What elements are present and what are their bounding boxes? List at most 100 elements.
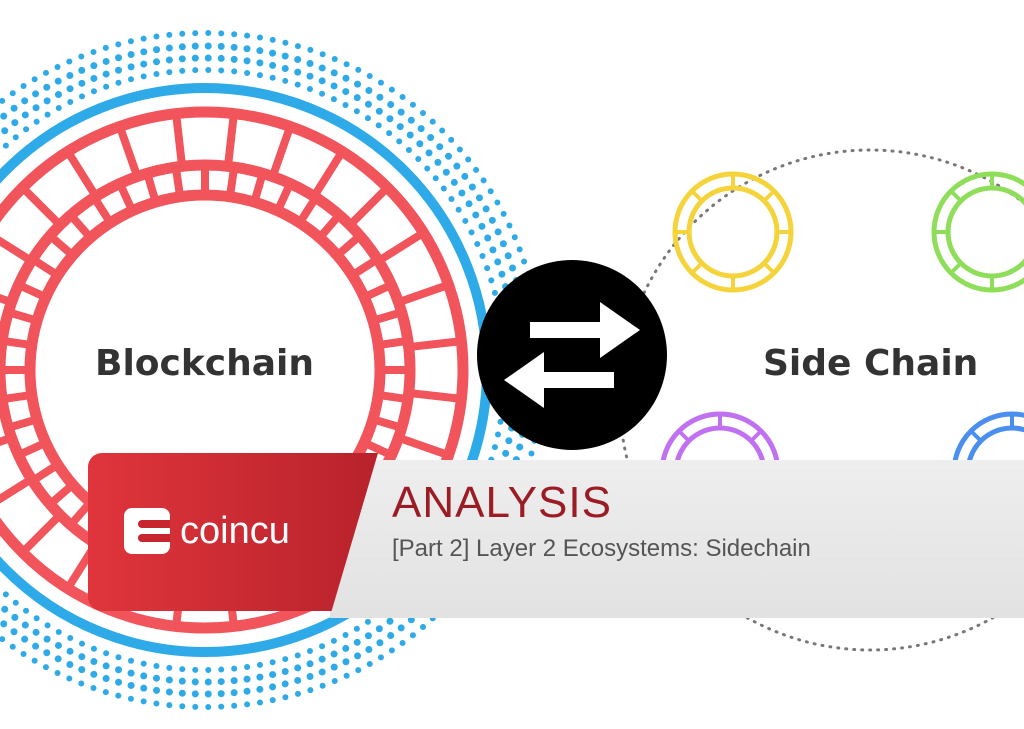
- halo-dot: [115, 66, 123, 74]
- red-ring-spoke: [172, 113, 187, 167]
- red-ring-spoke: [0, 433, 13, 446]
- halo-dot: [355, 667, 362, 674]
- halo-dot: [331, 55, 338, 62]
- halo-dot: [32, 642, 40, 650]
- halo-dot: [204, 42, 212, 50]
- halo-dot: [488, 277, 495, 284]
- halo-dot: [66, 85, 74, 93]
- halo-dot: [396, 123, 404, 131]
- halo-dot: [256, 699, 263, 706]
- halo-dot: [191, 42, 199, 50]
- halo-dot: [218, 67, 225, 74]
- halo-dot: [179, 703, 186, 710]
- halo-dot: [306, 673, 314, 681]
- red-ring-spoke: [350, 255, 380, 279]
- halo-dot: [294, 43, 301, 50]
- sidechain-ring-spoke: [690, 189, 704, 203]
- halo-dot: [140, 35, 147, 42]
- halo-dot: [269, 61, 277, 69]
- halo-dot: [281, 52, 289, 60]
- halo-dot: [458, 189, 466, 197]
- halo-dot: [343, 61, 350, 68]
- halo-dot: [78, 53, 85, 60]
- halo-dot: [409, 101, 416, 108]
- halo-dot: [353, 625, 360, 632]
- halo-dot: [244, 32, 251, 39]
- halo-dot: [269, 683, 277, 691]
- halo-dot: [342, 644, 350, 652]
- sidechain-ring-spoke: [762, 189, 776, 203]
- halo-dot: [511, 234, 518, 241]
- halo-dot: [269, 671, 277, 679]
- halo-dot: [54, 77, 62, 85]
- halo-dot: [419, 110, 426, 117]
- halo-dot: [494, 228, 502, 236]
- halo-dot: [78, 680, 85, 687]
- halo-dot: [115, 79, 122, 86]
- halo-dot: [140, 48, 148, 56]
- halo-dot: [11, 613, 19, 621]
- halo-dot: [319, 90, 326, 97]
- red-ring-spoke: [90, 195, 114, 225]
- halo-dot: [474, 241, 481, 248]
- halo-dot: [178, 55, 186, 63]
- halo-dot: [243, 687, 251, 695]
- halo-dot: [294, 81, 301, 88]
- halo-dot: [153, 686, 161, 694]
- halo-dot: [366, 73, 373, 80]
- halo-dot: [1, 127, 9, 135]
- sidechain-ring-spoke: [677, 429, 691, 443]
- halo-dot: [179, 666, 186, 673]
- halo-dot: [67, 98, 74, 105]
- halo-dot: [256, 685, 264, 693]
- halo-dot: [318, 77, 326, 85]
- swap-arrows-icon: [477, 260, 667, 450]
- halo-dot: [44, 622, 51, 629]
- halo-dot: [307, 46, 314, 53]
- halo-dot: [498, 270, 506, 278]
- halo-dot: [165, 44, 173, 52]
- halo-dot: [416, 140, 424, 148]
- red-ring-spoke: [116, 125, 142, 178]
- red-ring-spoke: [143, 172, 160, 204]
- red-ring-spoke: [274, 181, 294, 213]
- halo-dot: [521, 258, 528, 265]
- halo-dot: [20, 650, 27, 657]
- halo-dot: [244, 69, 251, 76]
- halo-dot: [90, 645, 97, 652]
- red-ring-spoke: [334, 232, 363, 259]
- halo-dot: [439, 127, 446, 134]
- halo-dot: [0, 636, 6, 643]
- halo-dot: [453, 162, 461, 170]
- halo-dot: [434, 158, 442, 166]
- halo-dot: [140, 660, 147, 667]
- red-ring-spoke: [16, 281, 48, 301]
- halo-dot: [294, 652, 301, 659]
- halo-dot: [388, 647, 395, 654]
- halo-dot: [217, 54, 225, 62]
- halo-dot: [217, 42, 225, 50]
- halo-dot: [330, 637, 337, 644]
- halo-dot: [429, 118, 436, 125]
- halo-dot: [377, 79, 384, 86]
- red-ring-spoke: [1, 390, 33, 404]
- halo-dot: [191, 678, 199, 686]
- halo-dot: [306, 85, 313, 92]
- halo-dot: [205, 30, 212, 37]
- halo-dot: [306, 660, 314, 668]
- halo-dot: [353, 108, 360, 115]
- halo-dot: [330, 82, 338, 90]
- halo-dot: [192, 67, 199, 74]
- halo-dot: [386, 115, 394, 123]
- halo-dot: [217, 690, 225, 698]
- halo-dot: [192, 30, 199, 37]
- halo-dot: [165, 56, 173, 64]
- halo-dot: [166, 702, 173, 709]
- halo-dot: [306, 72, 314, 80]
- halo-dot: [448, 136, 455, 143]
- halo-dot: [115, 678, 123, 686]
- red-ring-spoke: [408, 337, 462, 352]
- halo-dot: [365, 86, 373, 94]
- halo-dot: [90, 74, 98, 82]
- halo-dot: [178, 689, 186, 697]
